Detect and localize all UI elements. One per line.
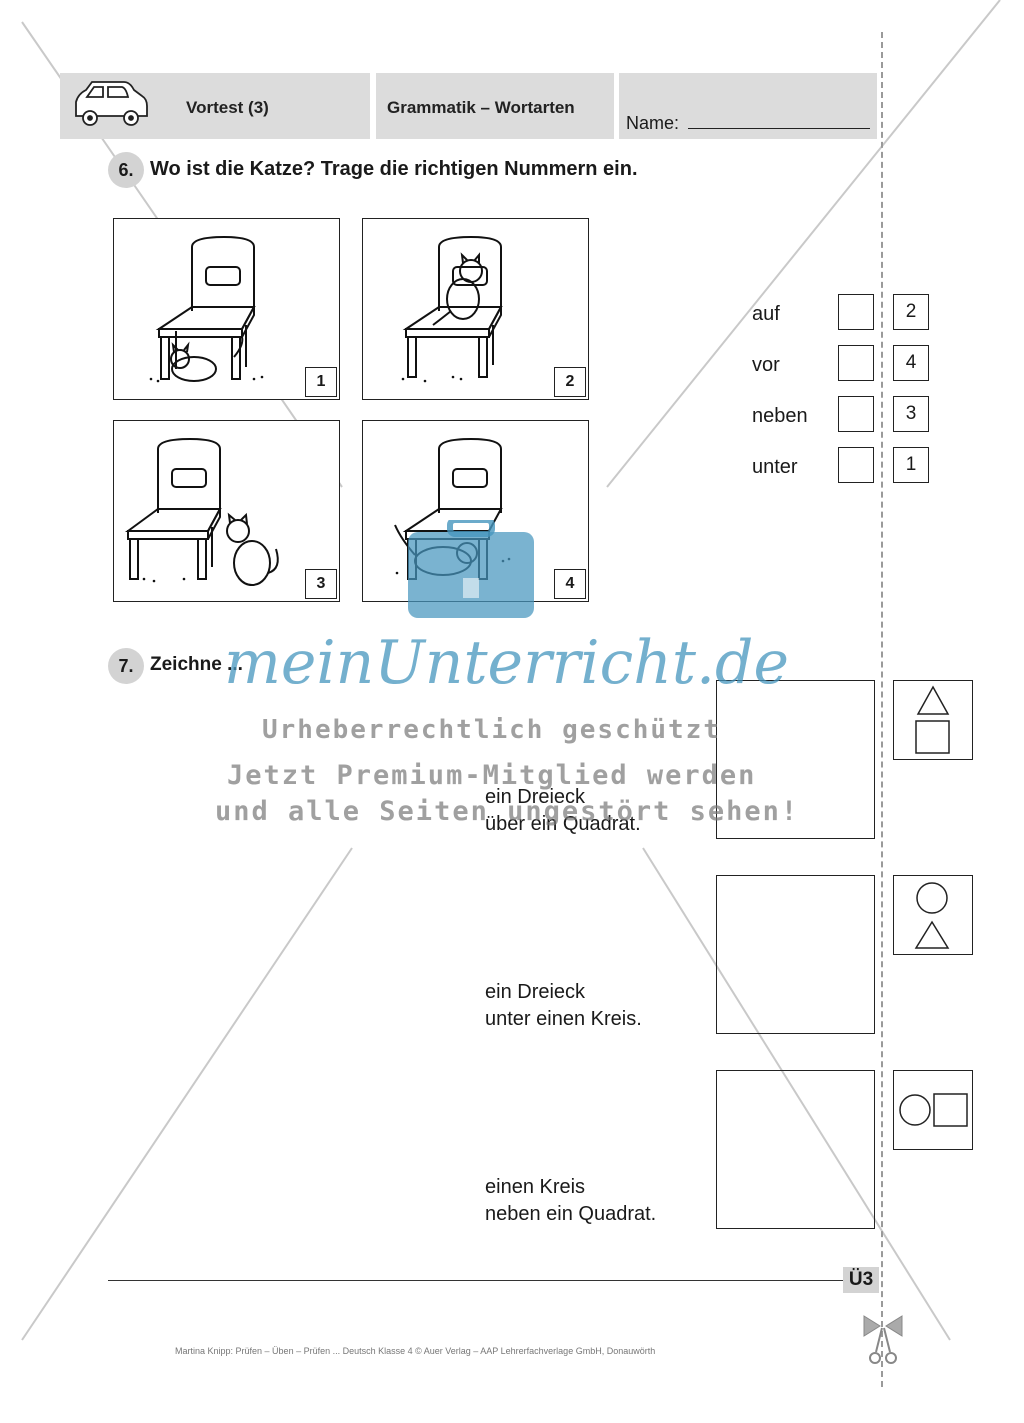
draw-instruction-3: einen Kreis neben ein Quadrat. [485, 1176, 657, 1225]
picture-3: 3 [113, 420, 340, 602]
word-auf: auf [752, 303, 780, 325]
task-6-instruction: Wo ist die Katze? Trage die richtigen Nu… [150, 158, 638, 180]
chair-cat-under-illustration [149, 235, 264, 383]
chair-cat-beside-illustration [124, 437, 279, 586]
circle-square-icon [899, 1093, 968, 1127]
answer-input-auf[interactable] [838, 294, 874, 330]
picture-2: 2 [362, 218, 589, 400]
picture-1: 1 [113, 218, 340, 400]
drawing-area-3[interactable] [716, 1070, 875, 1229]
name-label: Name: [626, 113, 680, 133]
drawing-area-1[interactable] [716, 680, 875, 839]
header-cell-topic [376, 73, 614, 139]
name-field[interactable] [688, 128, 870, 129]
answer-input-neben[interactable] [838, 396, 874, 432]
cut-line [881, 32, 883, 1387]
picture-number: 3 [305, 569, 337, 599]
picture-number: 4 [554, 569, 586, 599]
word-unter: unter [752, 456, 798, 478]
picture-number: 1 [305, 367, 337, 397]
solution-neben: 3 [893, 396, 929, 432]
watermark-line-3: und alle Seiten ungestört sehen! [215, 796, 800, 827]
task-7-instruction: Zeichne ... [150, 654, 243, 675]
footer-credit: Martina Knipp: Prüfen – Üben – Prüfen ..… [175, 1346, 656, 1356]
circle-triangle-icon [914, 882, 950, 949]
picture-number: 2 [554, 367, 586, 397]
solution-triangle-over-square [893, 680, 973, 760]
task-6-number: 6. [108, 152, 144, 188]
watermark-brand: meinUnterricht.de [224, 628, 789, 698]
answer-input-unter[interactable] [838, 447, 874, 483]
header-topic: Grammatik – Wortarten [387, 98, 575, 117]
watermark-line-2: Jetzt Premium-Mitglied werden [227, 760, 757, 791]
solution-unter: 1 [893, 447, 929, 483]
answer-input-vor[interactable] [838, 345, 874, 381]
task-7-number: 7. [108, 648, 144, 684]
page-label: Ü3 [843, 1267, 879, 1293]
solution-vor: 4 [893, 345, 929, 381]
briefcase-icon [408, 520, 534, 618]
word-neben: neben [752, 405, 808, 427]
scissors-icon [863, 1315, 903, 1364]
chair-cat-on-illustration [401, 235, 503, 383]
draw-instruction-1: ein Dreieck über ein Quadrat. [485, 786, 641, 835]
drawing-area-2[interactable] [716, 875, 875, 1034]
solution-triangle-under-circle [893, 875, 973, 955]
car-icon [75, 81, 148, 126]
word-vor: vor [752, 354, 780, 376]
header-title: Vortest (3) [186, 98, 269, 117]
draw-instruction-2: ein Dreieck unter einen Kreis. [485, 981, 642, 1030]
triangle-square-icon [915, 685, 950, 754]
solution-circle-beside-square [893, 1070, 973, 1150]
solution-auf: 2 [893, 294, 929, 330]
footer-rule [108, 1280, 846, 1281]
watermark-line-1: Urheberrechtlich geschützt [262, 715, 721, 745]
